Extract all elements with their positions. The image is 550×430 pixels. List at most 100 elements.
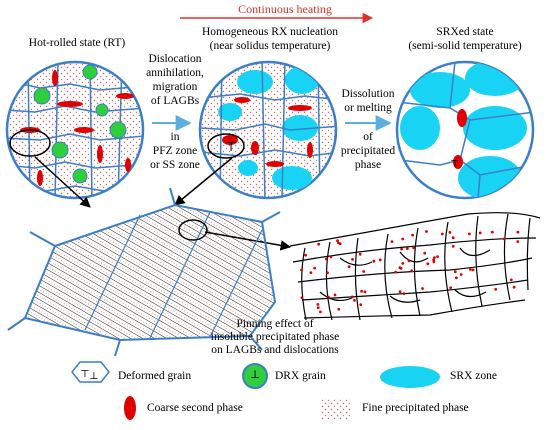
precipitate-dot	[426, 262, 430, 266]
precipitate-dot	[372, 259, 376, 263]
srx-dislocation-symbol: ⊤	[450, 159, 460, 170]
precipitate-dot	[353, 299, 356, 302]
precipitate-dot	[300, 296, 304, 300]
precipitate-dot	[317, 242, 321, 246]
precipitate-dot	[432, 260, 436, 264]
precipitate-dot	[502, 237, 506, 241]
transition1-line4: of LAGBs	[150, 95, 200, 107]
precipitate-dot	[316, 306, 320, 310]
precipitate-dot	[455, 276, 458, 280]
precipitate-dot	[471, 268, 475, 272]
precipitate-dot	[433, 256, 436, 259]
stage2-title-1: Homogeneous RX nucleation	[201, 26, 339, 38]
precipitate-dot	[401, 262, 405, 265]
precipitate-dot	[451, 236, 455, 240]
zoom-arrow-2	[174, 157, 233, 206]
precipitate-dot	[326, 271, 329, 275]
precipitate-dot	[490, 230, 494, 234]
precipitate-dot	[319, 310, 322, 314]
precipitate-dot	[378, 258, 382, 262]
precipitate-dot	[436, 255, 439, 258]
deformed-grain-detail	[7, 187, 281, 357]
transition1-line7: or SS zone	[150, 159, 200, 171]
precipitate-dot	[516, 240, 520, 244]
legend-dislocation-symbol-2: ⊥	[89, 371, 99, 382]
precipitate-dot	[351, 295, 354, 299]
transition1-line2: annihilation,	[146, 67, 204, 79]
precipitate-dot	[468, 232, 471, 236]
zoom-arrow-1	[34, 156, 91, 208]
transition1-line6: PFZ zone	[152, 145, 198, 157]
pinning-line1: Pinning effect of	[236, 318, 314, 330]
precipitate-dot	[402, 292, 406, 295]
precipitate-dot	[410, 269, 414, 273]
precipitate-dot	[425, 230, 428, 233]
precipitate-dot	[333, 293, 337, 297]
precipitate-dot	[516, 230, 520, 234]
legend-deformed-grain-label: Deformed grain	[118, 370, 192, 382]
precipitate-dot	[421, 287, 424, 290]
pinning-line3: on LAGBs and dislocations	[211, 344, 339, 356]
precipitate-dot	[360, 289, 363, 293]
transition1-line3: migration	[152, 81, 198, 93]
legend-drx-icon	[242, 363, 268, 389]
pinning-line2: insoluble precipitated phase	[210, 331, 340, 343]
precipitate-dot	[313, 266, 316, 270]
transition1-line1: Dislocation	[148, 53, 202, 65]
precipitate-dot	[440, 232, 444, 236]
precipitate-dot	[329, 255, 333, 259]
legend-drx-symbol: ⊥	[250, 369, 261, 381]
precipitate-dot	[324, 257, 328, 261]
precipitate-dot	[453, 270, 457, 274]
precipitate-dot	[398, 290, 402, 294]
precipitate-dot	[512, 285, 516, 289]
precipitate-dot	[509, 278, 513, 282]
precipitate-dot	[459, 273, 463, 276]
precipitate-dot	[398, 266, 402, 270]
stage3-title-2: (semi-solid temperature)	[408, 40, 522, 52]
precipitate-dot	[469, 268, 472, 271]
precipitate-dot	[407, 259, 411, 263]
precipitate-dot	[390, 240, 394, 244]
precipitate-dot	[309, 271, 313, 274]
network-precipitates	[300, 230, 520, 314]
stage1-title: Hot-rolled state (RT)	[28, 37, 126, 49]
dislocation-network	[289, 212, 541, 321]
legend-srx-icon	[380, 366, 440, 388]
legend-drx-label: DRX grain	[275, 370, 326, 382]
precipitate-dot	[337, 307, 341, 311]
transition2-line1: Dissolution	[341, 88, 395, 100]
precipitate-dot	[327, 295, 330, 299]
precipitate-dot	[423, 251, 427, 255]
precipitate-dot	[448, 231, 452, 234]
stage2-title-2: (near solidus temperature)	[209, 40, 331, 52]
precipitate-dot	[401, 237, 405, 241]
legend-srx-label: SRX zone	[450, 370, 497, 382]
precipitate-dot	[347, 265, 351, 269]
precipitate-dot	[359, 303, 363, 307]
precipitate-dot	[316, 303, 320, 306]
precipitate-dot	[449, 286, 452, 290]
precipitate-dot	[358, 252, 362, 256]
stage3-title-1: SRXed state	[436, 26, 494, 38]
precipitate-dot	[300, 268, 303, 272]
transition2-line5: phase	[354, 159, 382, 171]
legend-coarse-label: Coarse second phase	[147, 402, 243, 414]
precipitate-dot	[411, 233, 414, 237]
heating-label: Continuous heating	[238, 2, 332, 16]
precipitate-dot	[494, 287, 498, 291]
precipitate-dot	[478, 231, 482, 235]
transition2-line4: precipitated	[340, 145, 396, 157]
nucleation-circle	[198, 60, 338, 200]
srx-state-circle	[395, 60, 535, 200]
precipitate-dot	[412, 246, 416, 250]
precipitate-dot	[351, 258, 354, 261]
precipitate-dot	[400, 247, 403, 251]
legend-fine-icon	[320, 398, 350, 420]
precipitate-dot	[451, 244, 455, 248]
legend-fine-label: Fine precipitated phase	[362, 402, 469, 414]
transition1-line5: in	[170, 131, 180, 143]
precipitate-dot	[337, 241, 340, 245]
legend-dislocation-symbol-1: ⊤	[80, 369, 90, 380]
